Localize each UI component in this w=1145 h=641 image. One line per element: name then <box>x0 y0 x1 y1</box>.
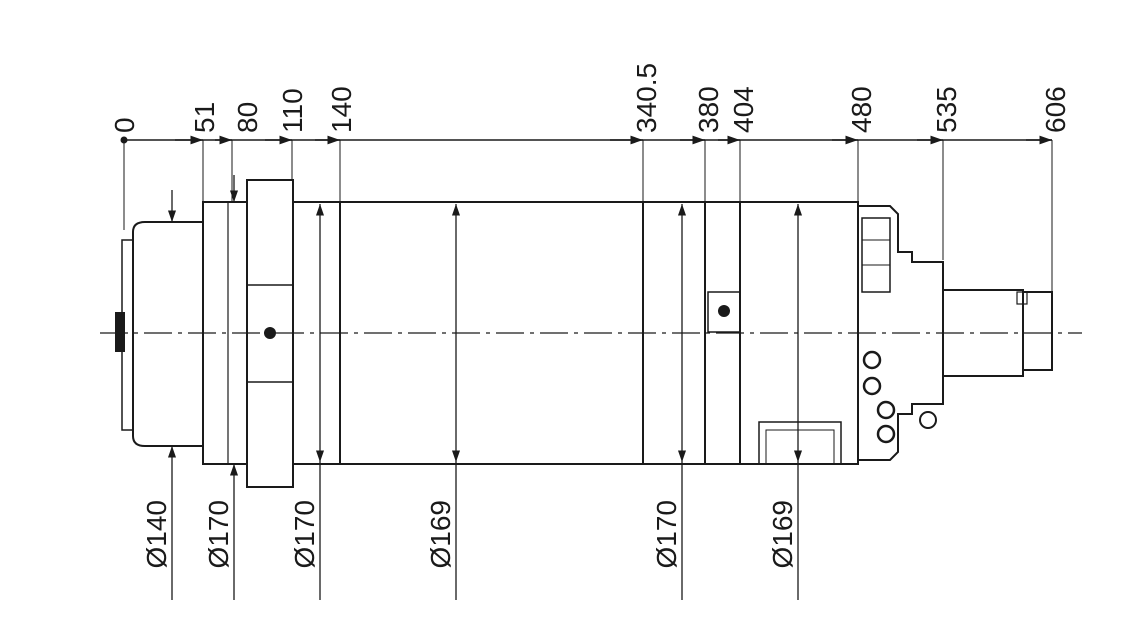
shaft-end <box>1022 291 1053 371</box>
dim-label-606: 606 <box>1040 86 1071 133</box>
diameter-label-170-b: Ø170 <box>289 500 320 569</box>
dim-label-140: 140 <box>326 86 357 133</box>
dim-label-404: 404 <box>728 86 759 133</box>
diameter-label-169-a: Ø169 <box>425 500 456 569</box>
dim-label-535: 535 <box>931 86 962 133</box>
front-nose <box>132 221 203 447</box>
diameter-label-140: Ø140 <box>141 500 172 569</box>
extension-lines-top <box>123 140 1053 292</box>
dim-label-80: 80 <box>232 102 263 133</box>
diameter-label-169-b: Ø169 <box>767 500 798 569</box>
diameter-label-170-c: Ø170 <box>651 500 682 569</box>
top-dimension-labels: 0 51 80 110 140 340.5 380 404 480 535 60… <box>109 63 1071 133</box>
diameter-label-170-a: Ø170 <box>203 500 234 569</box>
dim-label-51: 51 <box>189 102 220 133</box>
diameter-arrows <box>167 175 803 600</box>
dim-label-110: 110 <box>277 88 308 133</box>
rear-connector-top <box>861 217 891 293</box>
bottom-dimension-labels: Ø140 Ø170 Ø170 Ø169 Ø170 Ø169 <box>141 500 798 569</box>
nose-tip <box>115 312 125 352</box>
dim-label-0: 0 <box>109 117 140 133</box>
dim-label-340-5: 340.5 <box>631 63 662 133</box>
rear-fittings <box>862 350 937 444</box>
dim-label-480: 480 <box>846 86 877 133</box>
rear-bracket <box>758 421 842 465</box>
dim-label-380: 380 <box>693 86 724 133</box>
port-hole <box>718 305 730 317</box>
top-dimension-line <box>120 135 1052 145</box>
